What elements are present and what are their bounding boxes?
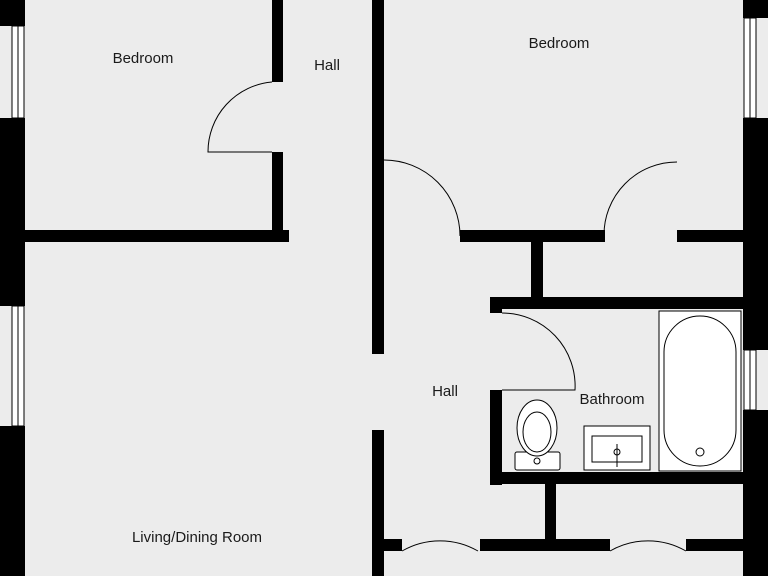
wall-lower-south-c xyxy=(686,539,743,551)
wall-bedroom-left-south xyxy=(25,230,289,242)
wall-closet-south xyxy=(490,297,743,309)
wall-lower-stub xyxy=(545,484,556,539)
wall-bedroom-left-east-upper xyxy=(272,0,283,82)
label-hall-top: Hall xyxy=(314,57,340,74)
label-bedroom-right: Bedroom xyxy=(529,35,590,52)
wall-right-low xyxy=(743,410,768,576)
toilet-bowl xyxy=(516,399,558,457)
label-hall-center: Hall xyxy=(432,383,458,400)
wall-bath-south xyxy=(490,472,743,484)
bathroom-fixtures xyxy=(514,310,742,472)
wall-left-bottom xyxy=(0,426,25,576)
wall-left-mid-1 xyxy=(0,118,25,306)
label-bedroom-left: Bedroom xyxy=(113,50,174,67)
label-living-dining: Living/Dining Room xyxy=(132,529,262,546)
door-bathroom xyxy=(501,312,576,391)
wall-right-top xyxy=(743,0,768,18)
door-bedroom-right-east xyxy=(603,161,678,237)
wall-bedroom-left-east-lower xyxy=(272,152,283,232)
windows xyxy=(11,17,757,427)
wall-bath-west-top xyxy=(490,297,502,313)
door-lower-right xyxy=(609,540,687,552)
wall-lower-south-a xyxy=(384,539,402,551)
wall-right-mid xyxy=(743,118,768,350)
door-bedroom-left xyxy=(207,81,273,153)
bathtub-basin xyxy=(663,315,737,467)
wall-left-top xyxy=(0,0,25,26)
door-bedroom-right-west xyxy=(383,159,461,237)
wall-bedroom-right-south-b xyxy=(677,230,743,242)
door-lower-left xyxy=(401,540,479,552)
wall-closet-west xyxy=(531,242,543,300)
doors xyxy=(207,81,687,552)
label-bathroom: Bathroom xyxy=(579,391,644,408)
wall-lower-south-b xyxy=(480,539,610,551)
wall-bedroom-right-south-a xyxy=(460,230,605,242)
wall-spine-upper xyxy=(372,0,384,354)
wall-bath-west xyxy=(490,390,502,485)
wall-spine-lower xyxy=(372,430,384,576)
